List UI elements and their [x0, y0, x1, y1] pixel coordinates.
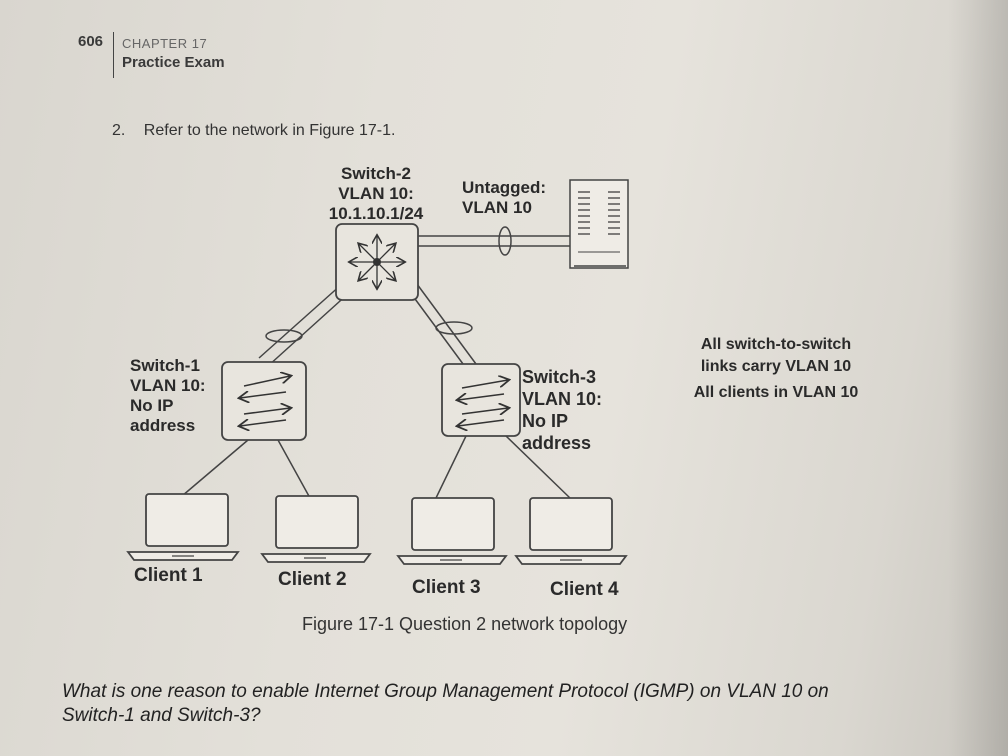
switch-3-ip: No IP: [522, 411, 569, 431]
server-link-tagging: Untagged:: [462, 178, 547, 197]
question-number: 2.: [112, 122, 126, 139]
switch-2-vlan: VLAN 10:: [338, 184, 414, 203]
question-prompt: What is one reason to enable Internet Gr…: [62, 680, 962, 728]
switch-1-vlan: VLAN 10:: [130, 376, 206, 395]
client-4-label: Client 4: [550, 579, 619, 600]
server-icon: [569, 179, 629, 269]
links-switch1-clients: [181, 439, 311, 499]
switch-1-label: Switch-1 VLAN 10: No IP address: [130, 356, 206, 436]
switch-2-icon: [335, 223, 419, 301]
switch-1-icon: [221, 361, 307, 441]
server-link-vlan: VLAN 10: [462, 198, 532, 217]
switch-2-name: Switch-2: [341, 164, 411, 183]
client-1-label: Client 1: [134, 565, 203, 586]
switch-3-label: Switch-3 VLAN 10: No IP address: [522, 366, 602, 454]
question-prompt-line-1: What is one reason to enable Internet Gr…: [62, 681, 829, 702]
vlan-note-line-3: All clients in VLAN 10: [693, 384, 859, 401]
switch-2-label: Switch-2 VLAN 10: 10.1.10.1/24: [328, 164, 424, 224]
server-link-label: Untagged: VLAN 10: [462, 178, 546, 218]
switch-3-ip-cont: address: [522, 433, 592, 453]
figure-caption: Figure 17-1 Question 2 network topology: [302, 614, 628, 634]
switch-1-ip: No IP: [130, 396, 174, 415]
laptop-icon-client-3: [396, 497, 508, 565]
laptop-icon-client-2: [260, 495, 372, 563]
server-link: [416, 226, 572, 256]
question-text: Refer to the network in Figure 17-1.: [143, 122, 396, 139]
vlan-note: All switch-to-switch links carry VLAN 10…: [676, 334, 876, 404]
laptop-icon-client-1: [126, 493, 240, 561]
switch-1-name: Switch-1: [130, 356, 200, 375]
link-switch2-switch1: [258, 283, 351, 367]
links-switch3-clients: [435, 435, 571, 499]
chapter-label: CHAPTER 17: [122, 36, 208, 51]
vlan-note-line-2: links carry VLAN 10: [700, 358, 852, 375]
header-divider: [113, 32, 114, 78]
switch-3-vlan: VLAN 10:: [522, 389, 603, 409]
question-prompt-line-2: Switch-1 and Switch-3?: [62, 705, 261, 726]
switch-3-name: Switch-3: [522, 367, 597, 387]
switch-1-ip-cont: address: [130, 416, 196, 435]
switch-3-icon: [441, 363, 521, 437]
laptop-icon-client-4: [514, 497, 628, 565]
page-edge-shadow: [948, 0, 1008, 756]
switch-2-ip: 10.1.10.1/24: [328, 204, 424, 223]
vlan-note-line-1: All switch-to-switch: [700, 336, 852, 353]
client-2-label: Client 2: [278, 569, 347, 590]
question-intro: 2. Refer to the network in Figure 17-1.: [112, 122, 395, 140]
client-3-label: Client 3: [412, 577, 481, 598]
section-title: Practice Exam: [122, 54, 225, 71]
page-number: 606: [78, 33, 104, 50]
